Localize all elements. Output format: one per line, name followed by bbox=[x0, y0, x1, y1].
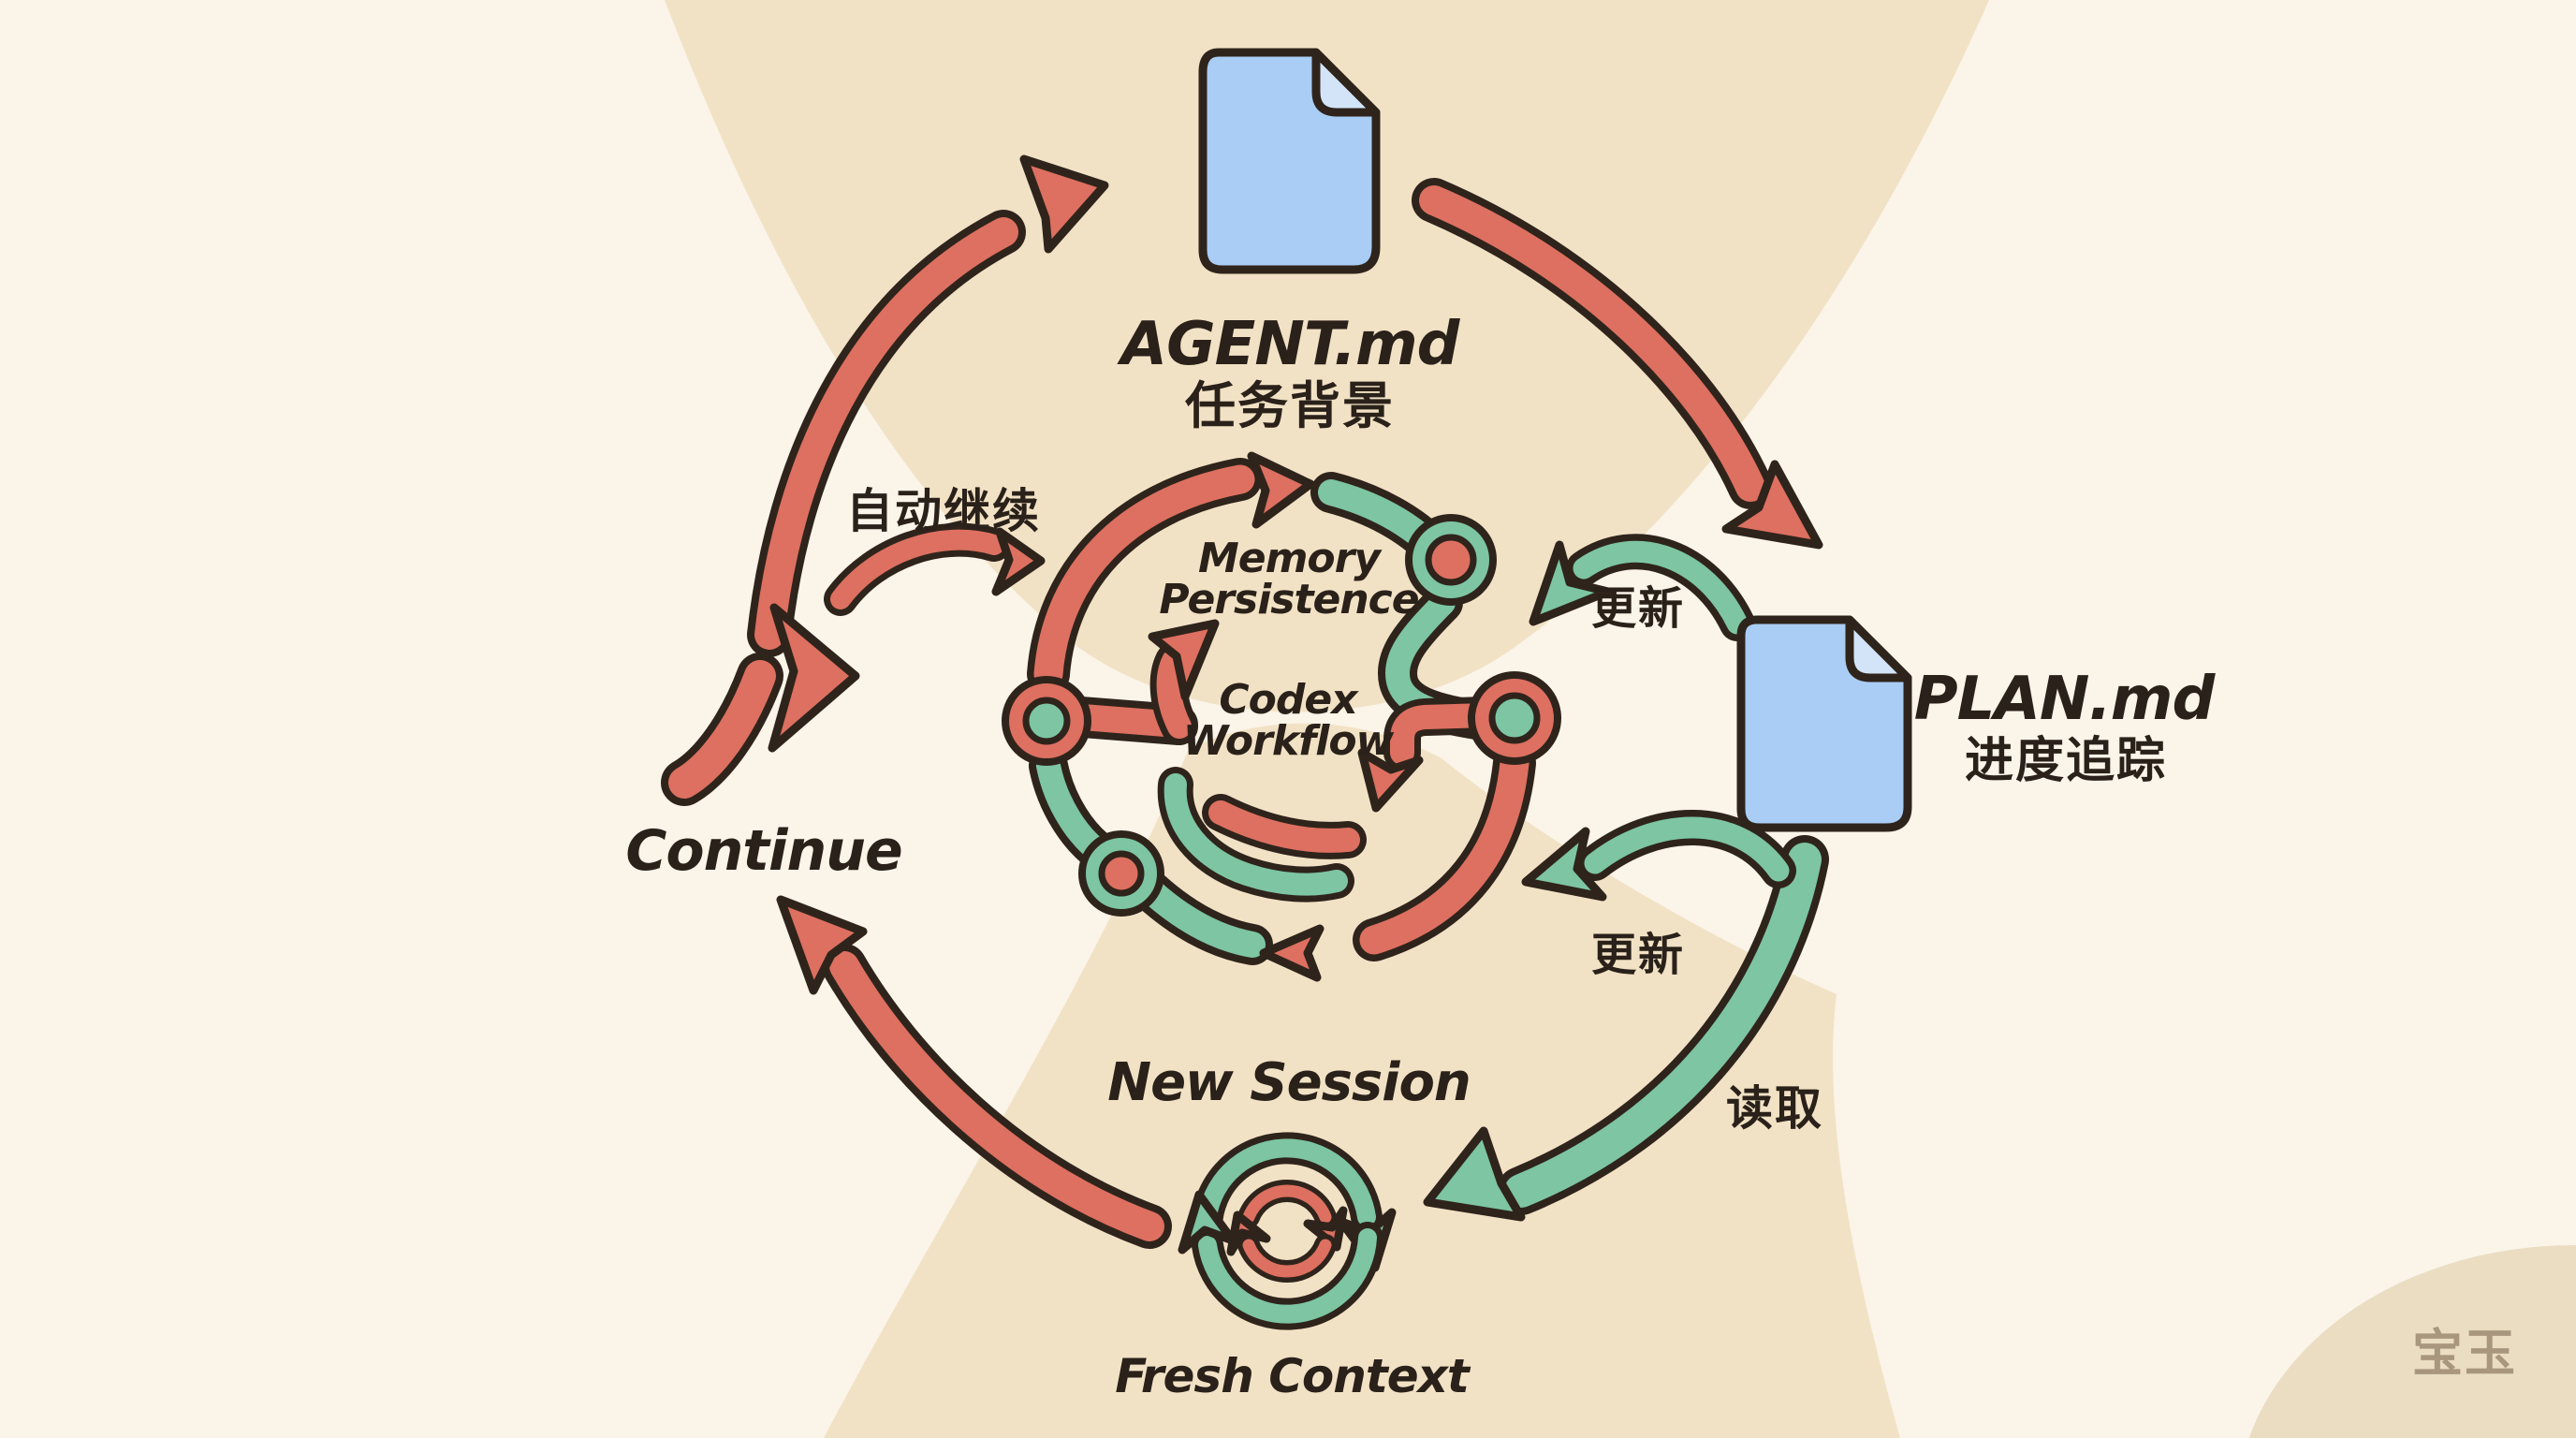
continue-label: Continue bbox=[625, 818, 902, 884]
memory-persistence-label: Memory Persistence bbox=[1159, 535, 1419, 624]
arrowhead-right bbox=[991, 527, 1046, 596]
update-top-label: 更新 bbox=[1590, 584, 1686, 634]
continue-curved-arrow-icon bbox=[661, 603, 860, 806]
arrowhead-left bbox=[1259, 924, 1325, 982]
arrowhead-up bbox=[1148, 619, 1220, 701]
arrow-agent-to-plan bbox=[1412, 178, 1823, 550]
arrow-continue-to-agent bbox=[747, 154, 1109, 657]
arrowhead-left bbox=[1529, 540, 1613, 626]
memory-line-2: Persistence bbox=[1159, 576, 1419, 624]
cycle-node-southwest bbox=[1078, 830, 1164, 917]
arrowhead-left bbox=[1521, 827, 1607, 902]
arrow-newsession-to-continue bbox=[776, 895, 1172, 1249]
arrow-plan-to-newsession bbox=[1423, 835, 1829, 1222]
agent-doc-title: AGENT.md bbox=[1120, 310, 1460, 379]
plan-doc-title: PLAN.md bbox=[1913, 665, 2216, 734]
cycle-node-east bbox=[1468, 671, 1561, 765]
codex-line-1: Codex bbox=[1219, 676, 1357, 724]
cycle-node-west bbox=[1002, 676, 1091, 766]
arrowhead-up-right bbox=[1019, 154, 1109, 254]
update-arrow-top bbox=[1529, 534, 1755, 641]
agent-document-icon bbox=[1198, 48, 1381, 274]
new-session-title: New Session bbox=[1107, 1052, 1471, 1113]
arrowhead-up-left bbox=[1178, 1190, 1237, 1255]
fresh-context-subtitle: Fresh Context bbox=[1115, 1349, 1470, 1403]
memory-line-1: Memory bbox=[1197, 535, 1381, 582]
plan-doc-subtitle: 进度追踪 bbox=[1964, 734, 2168, 788]
auto-continue-arrow bbox=[824, 522, 1046, 616]
arrowhead-up-left bbox=[776, 895, 868, 995]
folded-corner bbox=[1311, 48, 1381, 117]
update-arrow-bottom bbox=[1521, 810, 1796, 902]
watermark-blob bbox=[2248, 1245, 2576, 1438]
agent-doc-subtitle: 任务背景 bbox=[1185, 378, 1395, 434]
codex-line-2: Workflow bbox=[1182, 717, 1394, 765]
refresh-sync-icon bbox=[1178, 1132, 1397, 1330]
arrowhead-up-left-small bbox=[1226, 1211, 1271, 1256]
arrowhead-down-right bbox=[1721, 460, 1823, 550]
arrowhead-right bbox=[768, 603, 860, 753]
background-shapes bbox=[665, 0, 2576, 1438]
plan-document-icon bbox=[1736, 615, 1912, 832]
codex-workflow-cycle-icon bbox=[1002, 451, 1561, 982]
arrowhead-down bbox=[1357, 748, 1424, 813]
background-bottom-funnel bbox=[824, 723, 1900, 1438]
auto-continue-label: 自动继续 bbox=[846, 485, 1041, 537]
cycle-node-northeast bbox=[1405, 514, 1497, 606]
watermark-text: 宝玉 bbox=[2412, 1326, 2517, 1382]
arrowhead-down-left bbox=[1423, 1126, 1526, 1222]
read-label: 读取 bbox=[1726, 1082, 1823, 1135]
arrowhead-right bbox=[1247, 451, 1315, 529]
update-bottom-label: 更新 bbox=[1590, 931, 1686, 980]
folded-corner bbox=[1845, 615, 1912, 682]
arrowhead-down-right-small bbox=[1303, 1206, 1348, 1252]
codex-workflow-label: Codex Workflow bbox=[1182, 676, 1394, 765]
